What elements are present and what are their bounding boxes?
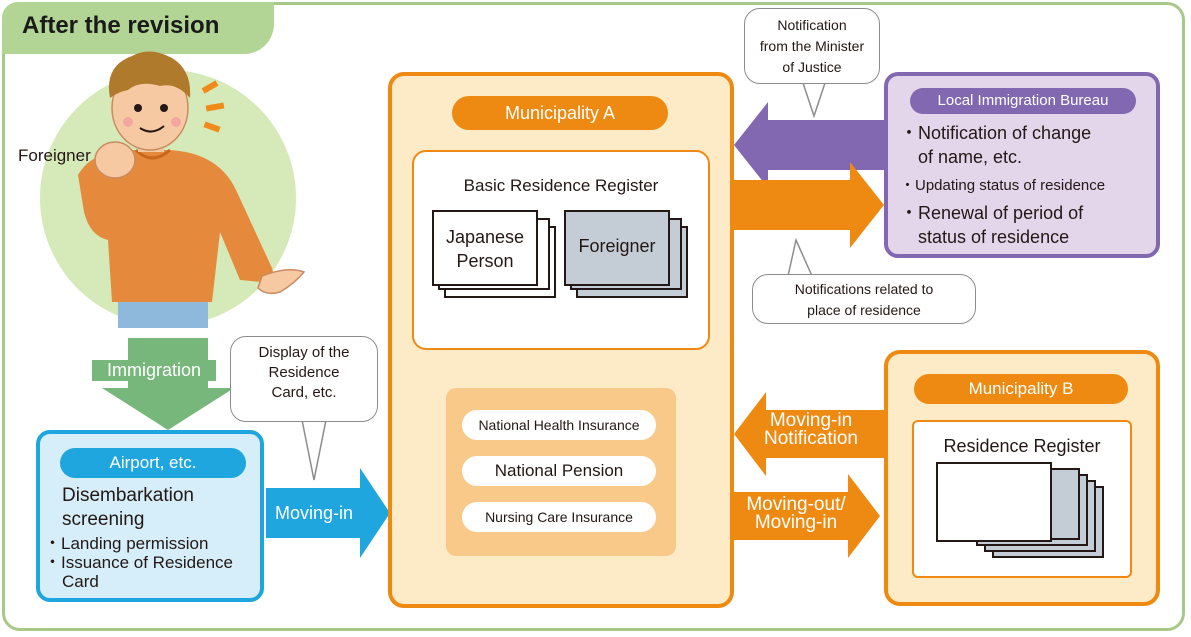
- immigration-label: Immigration: [92, 360, 216, 381]
- minister-bubble-line1: Notification: [777, 17, 847, 33]
- airport-item-card: Card: [62, 572, 99, 591]
- moving-out-in-line2: Moving-in: [754, 512, 838, 533]
- moving-in-notification-label: Moving-in Notification: [736, 410, 886, 449]
- notifications-bubble-line2: place of residence: [807, 302, 921, 318]
- bureau-header: Local Immigration Bureau: [910, 88, 1136, 114]
- bureau-item-change-name: ・Notification of change: [900, 123, 1092, 143]
- notifications-bubble-line1: Notifications related to: [794, 281, 934, 297]
- moving-in-notification-line1: Moving-in: [769, 410, 853, 431]
- bureau-to-municipality-arrow: [734, 102, 886, 188]
- display-bubble-line3: Card, etc.: [271, 384, 337, 401]
- foreigner-doc-label: Foreigner: [578, 236, 656, 256]
- bureau-item-updating: ・Updating status of residence: [900, 177, 1106, 194]
- register-b-doc-1: [936, 462, 1052, 542]
- display-bubble-line2: Residence: [268, 364, 340, 381]
- diagram-title: After the revision: [22, 12, 220, 39]
- municipality-to-bureau-arrow: [734, 162, 884, 248]
- residence-register-title: Residence Register: [943, 436, 1101, 456]
- bureau-item-renewal: ・Renewal of period of: [900, 203, 1084, 223]
- minister-bubble-line2: from the Minister: [759, 38, 865, 54]
- bureau-item-renewal-2: status of residence: [918, 227, 1070, 247]
- notifications-bubble: Notifications related to place of reside…: [752, 274, 976, 324]
- service-health-insurance: National Health Insurance: [462, 410, 656, 440]
- minister-bubble: Notification from the Minister of Justic…: [744, 8, 880, 84]
- notifications-bubble-tail: [787, 238, 813, 277]
- bureau-item-change-name-2: of name, etc.: [918, 147, 1023, 167]
- foreigner-label: Foreigner: [18, 146, 91, 165]
- service-pension: National Pension: [462, 456, 656, 486]
- basic-register-title: Basic Residence Register: [463, 176, 659, 195]
- japanese-doc-front: [432, 210, 538, 286]
- foreigner-doc-front: [564, 210, 670, 286]
- minister-bubble-line3: of Justice: [782, 59, 842, 75]
- airport-line2: screening: [62, 509, 145, 530]
- municipality-a-header: Municipality A: [452, 96, 668, 130]
- airport-header: Airport, etc.: [60, 448, 246, 478]
- service-nursing-care: Nursing Care Insurance: [462, 502, 656, 532]
- moving-in-notification-line2: Notification: [764, 428, 858, 449]
- display-card-bubble: Display of the Residence Card, etc.: [230, 336, 378, 422]
- airport-line1: Disembarkation: [62, 485, 194, 506]
- moving-in-label: Moving-in: [274, 503, 354, 523]
- airport-item-issuance: ・Issuance of Residence: [44, 553, 233, 572]
- display-bubble-line1: Display of the: [258, 344, 350, 361]
- moving-out-in-arrow: [734, 474, 880, 558]
- moving-out-in-label: Moving-out/ Moving-in: [736, 494, 856, 533]
- title-tab: [2, 2, 274, 54]
- municipality-b-header: Municipality B: [914, 374, 1128, 404]
- japanese-doc-label1: Japanese: [445, 227, 525, 247]
- moving-in-notification-arrow: [734, 392, 886, 476]
- immigration-arrow: [102, 338, 234, 430]
- display-bubble-tail: [301, 420, 327, 481]
- moving-out-in-line1: Moving-out/: [746, 494, 846, 515]
- minister-bubble-tail: [801, 80, 827, 119]
- foreigner-icon: [78, 51, 306, 328]
- airport-item-landing: ・Landing permission: [44, 534, 209, 553]
- japanese-doc-label2: Person: [456, 251, 514, 271]
- moving-in-arrow: [266, 468, 390, 558]
